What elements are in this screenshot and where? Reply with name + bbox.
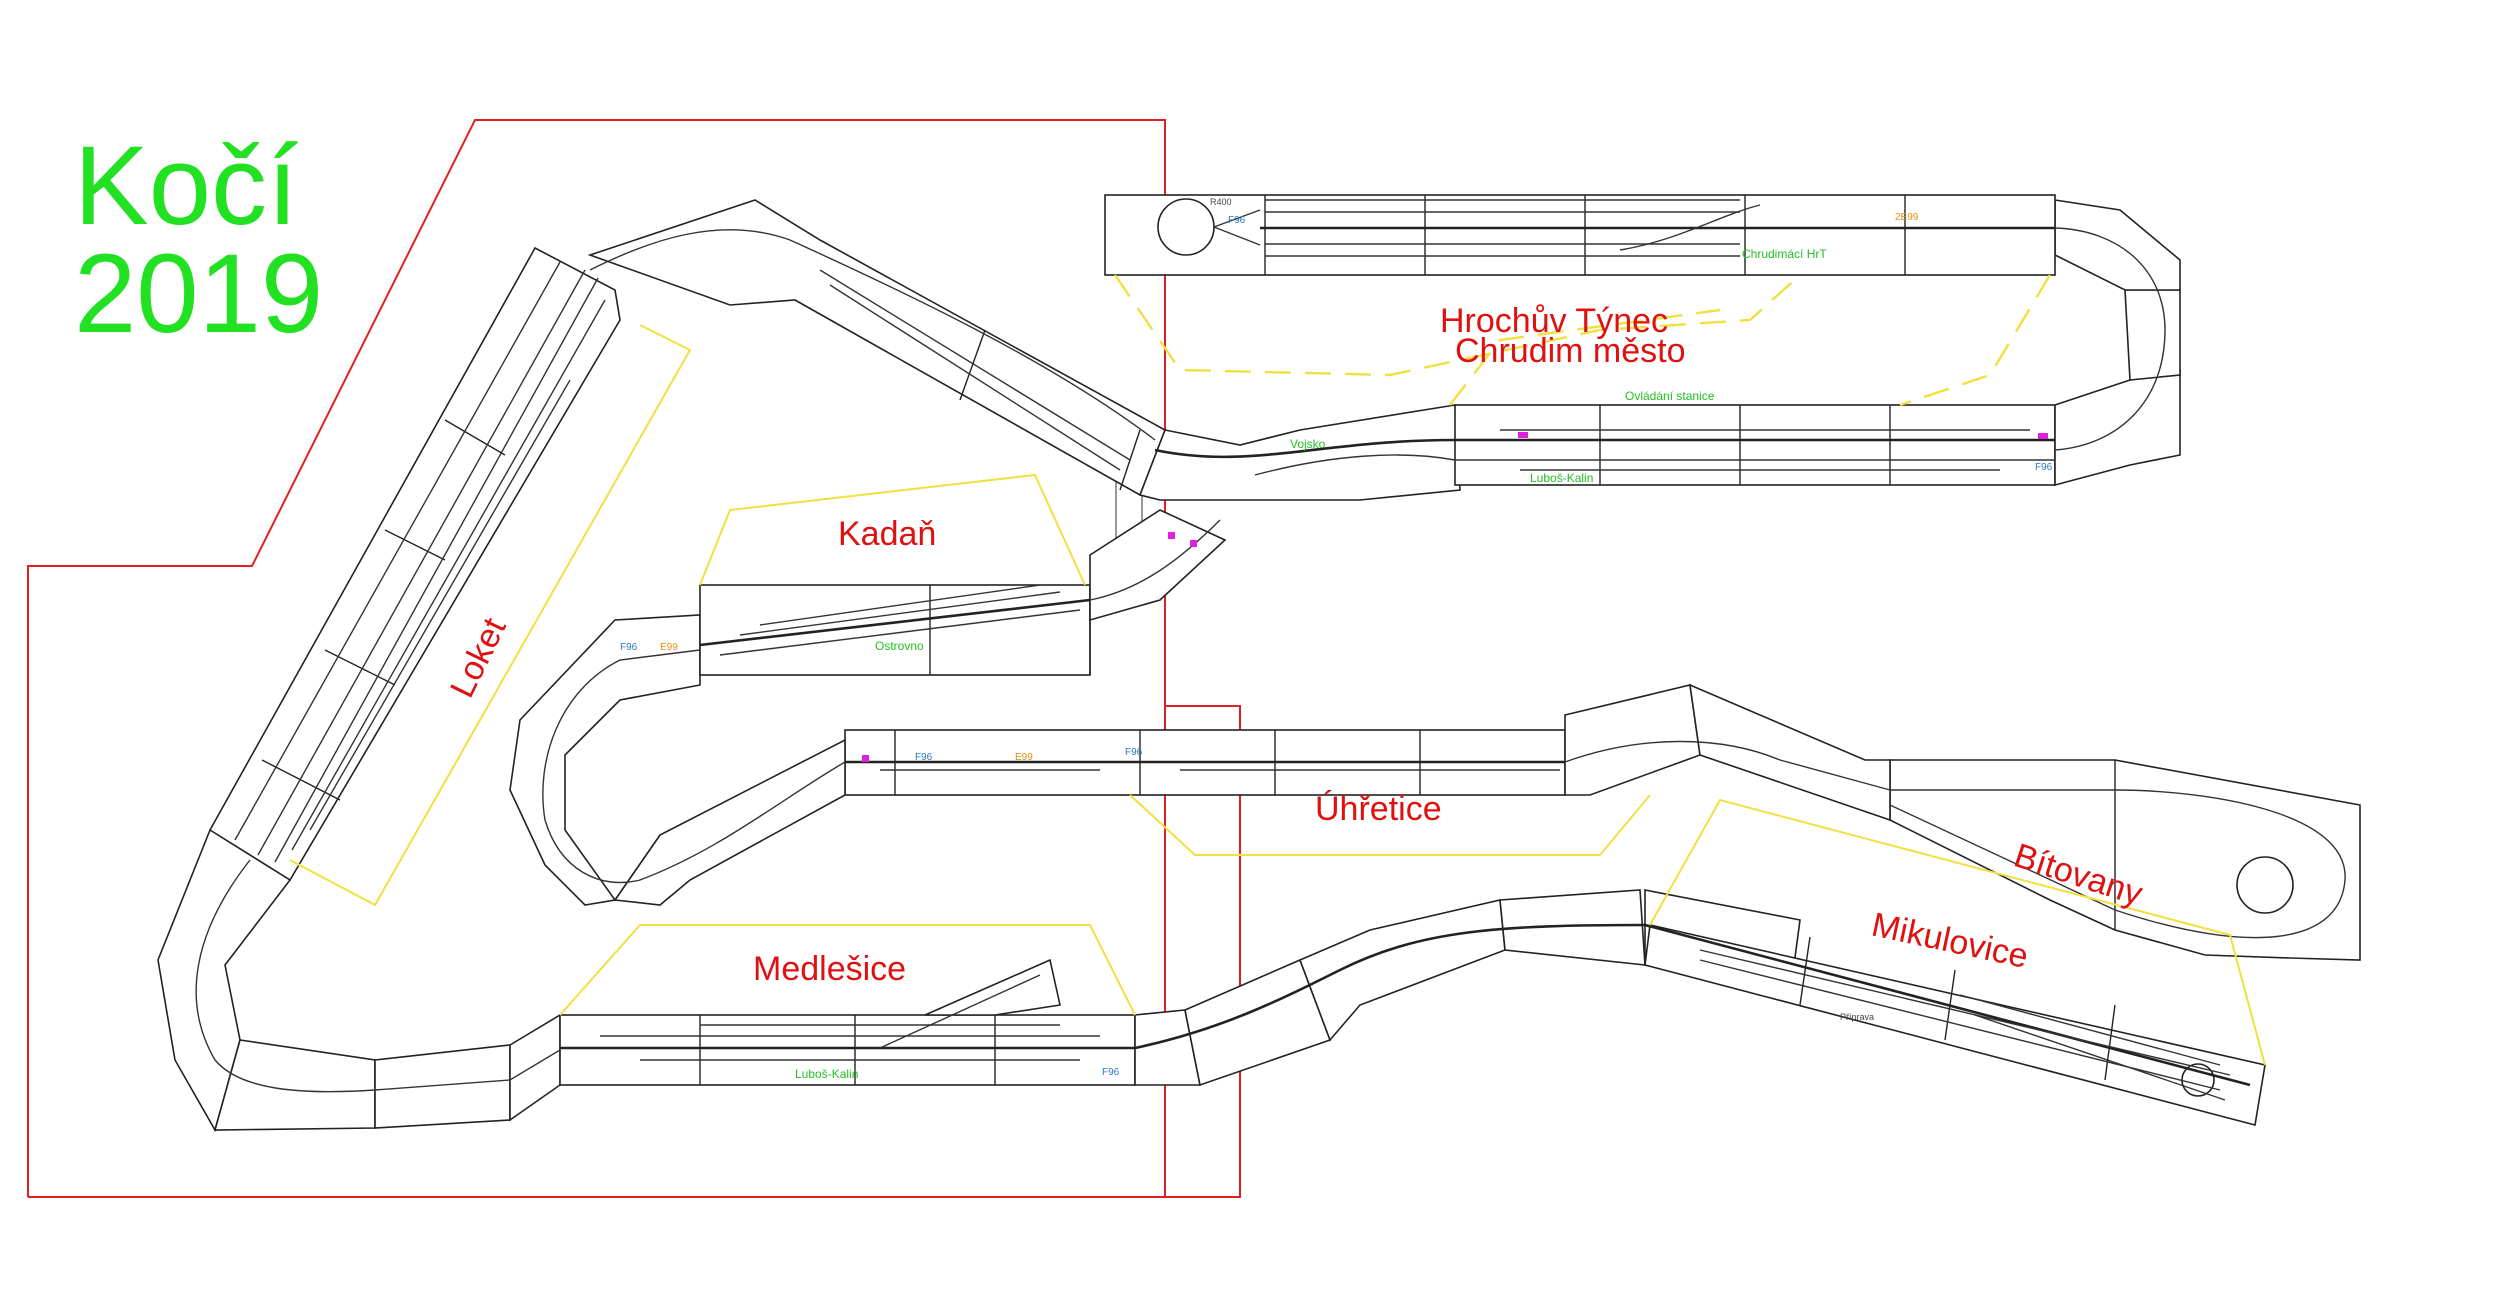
svg-text:F96: F96 bbox=[915, 752, 933, 763]
title-line-2: 2019 bbox=[74, 231, 323, 356]
track-lines bbox=[195, 199, 2346, 1101]
station-hrochuv-tynec: Hrochův Týnec bbox=[1440, 302, 1668, 340]
detail-markers: F96 F96 F96 F96 F96 F96 2E99 E99 E99 R40… bbox=[620, 197, 2053, 1078]
svg-text:F96: F96 bbox=[620, 642, 638, 653]
svg-text:Příprava: Příprava bbox=[1840, 1012, 1874, 1022]
station-uhretice: Úhřetice bbox=[1315, 790, 1442, 828]
label-ostrov: Ostrovno bbox=[875, 639, 924, 653]
station-chrudim-mesto: Chrudim město bbox=[1455, 332, 1686, 370]
svg-text:R400: R400 bbox=[1210, 197, 1232, 207]
label-ovladani: Ovládání stanice bbox=[1625, 389, 1715, 403]
label-lubos-1: Luboš-Kalin bbox=[1530, 471, 1593, 485]
svg-text:F96: F96 bbox=[2035, 462, 2053, 473]
svg-text:F96: F96 bbox=[1228, 215, 1246, 226]
label-vojsko: Vojsko bbox=[1290, 437, 1326, 451]
label-lubos-2: Luboš-Kalin bbox=[795, 1067, 858, 1081]
label-chrudimacni: Chrudimácí HrT bbox=[1742, 247, 1827, 261]
station-loket: Loket bbox=[443, 612, 514, 704]
title-line-1: Kočí bbox=[74, 123, 298, 248]
svg-text:E99: E99 bbox=[660, 642, 678, 653]
svg-text:E99: E99 bbox=[1015, 752, 1033, 763]
svg-text:F96: F96 bbox=[1102, 1067, 1120, 1078]
svg-text:2E99: 2E99 bbox=[1895, 212, 1919, 223]
layout-title: Kočí 2019 bbox=[74, 123, 323, 356]
station-labels: Loket Kadaň Hrochův Týnec Chrudim město … bbox=[443, 302, 2147, 988]
svg-text:F96: F96 bbox=[1125, 747, 1143, 758]
zone-outlines bbox=[289, 274, 2266, 1066]
room-boundary bbox=[27, 119, 1241, 1198]
station-mikulovice: Mikulovice bbox=[1868, 906, 2031, 976]
station-medlesice: Medlešice bbox=[753, 950, 906, 988]
module-labels: Vojsko Ovládání stanice Luboš-Kalin Lubo… bbox=[795, 247, 1827, 1081]
station-kadan: Kadaň bbox=[838, 515, 936, 553]
